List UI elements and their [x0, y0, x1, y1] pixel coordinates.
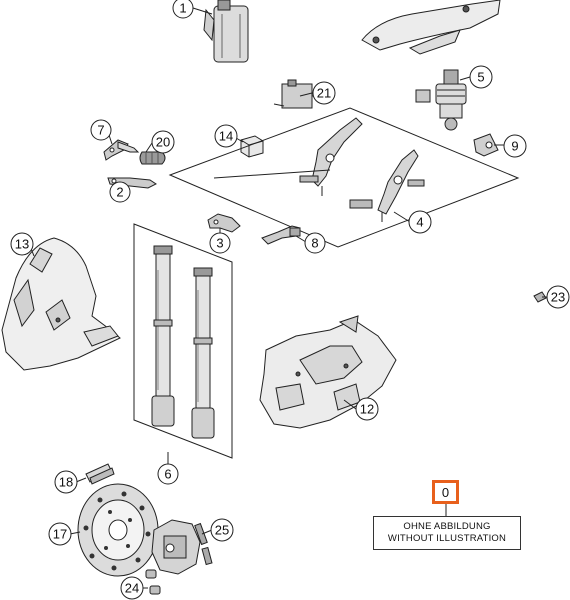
callout-8: 8 — [304, 232, 326, 254]
note-line-1: OHNE ABBILDUNG — [403, 521, 491, 532]
svg-text:8: 8 — [311, 236, 318, 251]
svg-text:12: 12 — [360, 402, 374, 417]
svg-text:17: 17 — [53, 527, 67, 542]
svg-text:2: 2 — [116, 185, 123, 200]
callout-5: 5 — [469, 65, 493, 89]
callout-12: 12 — [355, 397, 379, 421]
part-18-pads — [85, 463, 115, 485]
svg-text:24: 24 — [125, 581, 139, 596]
note-line-2: WITHOUT ILLUSTRATION — [387, 533, 507, 544]
svg-text:25: 25 — [215, 523, 229, 538]
part-14-block — [240, 135, 264, 158]
part-13-fairing — [1, 237, 121, 371]
svg-text:6: 6 — [164, 467, 171, 482]
part-5-shock — [415, 69, 467, 131]
callout-14: 14 — [214, 124, 238, 148]
no-illustration-note: OHNE ABBILDUNG WITHOUT ILLUSTRATION — [373, 516, 521, 550]
callout-4: 4 — [408, 210, 432, 234]
callout-0-highlight[interactable]: 0 — [432, 480, 459, 504]
callout-9: 9 — [503, 134, 527, 158]
callout-1: 1 — [172, 0, 194, 19]
callout-25: 25 — [210, 518, 234, 542]
callout-13: 13 — [10, 232, 34, 256]
part-23-clip — [533, 291, 547, 303]
callout-17: 17 — [48, 522, 72, 546]
callout-20: 20 — [151, 130, 175, 154]
part-4-footrest-kit — [168, 107, 520, 248]
part-6-fork-kit — [133, 223, 233, 459]
callout-0-label: 0 — [441, 484, 450, 500]
part-9-bracket — [473, 133, 499, 157]
part-20-grip — [139, 151, 166, 165]
callout-6: 6 — [157, 463, 179, 485]
part-24-bolts — [145, 569, 161, 595]
svg-text:1: 1 — [179, 1, 186, 16]
svg-text:13: 13 — [15, 237, 29, 252]
svg-text:9: 9 — [511, 139, 518, 154]
callout-23: 23 — [546, 285, 570, 309]
callout-3: 3 — [209, 232, 231, 254]
part-25-caliper — [151, 519, 213, 575]
callout-24: 24 — [120, 576, 144, 600]
part-3-lever — [207, 213, 241, 233]
svg-text:3: 3 — [216, 236, 223, 251]
part-seat — [361, 0, 501, 55]
svg-text:14: 14 — [219, 129, 233, 144]
callout-18: 18 — [54, 470, 78, 494]
svg-text:7: 7 — [97, 123, 104, 138]
callout-2: 2 — [109, 181, 131, 203]
svg-text:21: 21 — [317, 86, 331, 101]
svg-text:5: 5 — [477, 70, 484, 85]
part-21-module — [273, 79, 318, 109]
part-1-reservoir — [203, 0, 249, 63]
part-7-lever — [103, 139, 140, 161]
svg-text:18: 18 — [59, 475, 73, 490]
part-17-brake-disc — [77, 483, 159, 577]
callout-21: 21 — [312, 81, 336, 105]
svg-text:23: 23 — [551, 290, 565, 305]
svg-text:4: 4 — [416, 215, 423, 230]
callout-7: 7 — [90, 119, 112, 141]
part-8-lever — [261, 225, 301, 245]
svg-text:20: 20 — [156, 135, 170, 150]
